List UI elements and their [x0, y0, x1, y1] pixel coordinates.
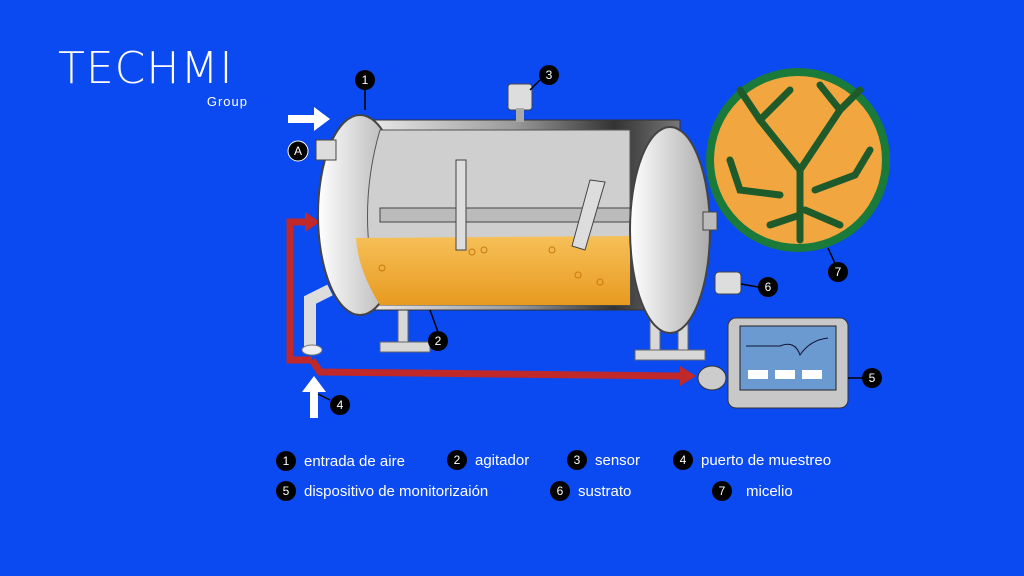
sampling-port-pipe	[304, 284, 333, 350]
legend-label: sensor	[595, 451, 641, 469]
callout-number: 6	[765, 280, 772, 294]
substrate-port	[714, 271, 742, 295]
callout-number: 2	[447, 450, 467, 470]
callout-number: 3	[546, 68, 553, 82]
callout-number: 4	[337, 398, 344, 412]
bottom-inlet-arrow	[302, 376, 326, 418]
callout-2: 2	[428, 331, 448, 351]
legend-item: 3 sensor	[567, 450, 640, 470]
legend-item: 2 agitador	[447, 450, 529, 470]
techmi-logo: TECHMI Group	[58, 43, 248, 114]
callout-number: 7	[835, 265, 842, 279]
legend-item: 1 entrada de aire	[276, 451, 405, 471]
mycelium-magnifier	[706, 68, 890, 252]
pipe-arrow-top	[305, 212, 320, 232]
callout-4: 4	[330, 395, 350, 415]
callout-6: 6	[758, 277, 778, 297]
monitoring-device	[697, 317, 849, 409]
callout-number: 7	[712, 481, 732, 501]
callout-3: 3	[539, 65, 559, 85]
legend-item: 7 micelio	[712, 481, 793, 501]
circulation-pipe	[286, 218, 681, 380]
legend-item: 5 dispositivo de monitorizaión	[276, 481, 488, 501]
callout-number: 2	[435, 334, 442, 348]
callout-number: 5	[869, 371, 876, 385]
callout-1: 1	[355, 70, 375, 90]
callout-number: 5	[276, 481, 296, 501]
legend-item: 6 sustrato	[550, 481, 631, 501]
legend-item: 4 puerto de muestreo	[673, 450, 831, 470]
callout-7: 7	[828, 262, 848, 282]
logo-subtext: Group	[206, 94, 248, 109]
callout-number: 1	[362, 73, 369, 87]
legend-label: entrada de aire	[304, 452, 405, 470]
legend-label: micelio	[746, 482, 793, 500]
callout-number: 1	[276, 451, 296, 471]
tank-right-cap	[629, 126, 711, 334]
legend-label: puerto de muestreo	[701, 451, 832, 469]
legend-label: agitador	[475, 451, 530, 469]
callout-number: 3	[567, 450, 587, 470]
logo-text: TECHMI	[58, 43, 234, 94]
sensor	[507, 83, 533, 111]
callout-number: 4	[673, 450, 693, 470]
callout-5: 5	[862, 368, 882, 388]
air-port	[315, 139, 337, 161]
callout-number: A	[294, 144, 302, 158]
callout-A: A	[287, 140, 309, 162]
substrate	[356, 236, 630, 305]
air-inlet-arrow	[288, 107, 330, 131]
legend-label: dispositivo de monitorizaión	[304, 482, 489, 500]
callout-number: 6	[550, 481, 570, 501]
legend-label: sustrato	[578, 482, 632, 500]
pipe-arrow-right	[680, 366, 696, 386]
